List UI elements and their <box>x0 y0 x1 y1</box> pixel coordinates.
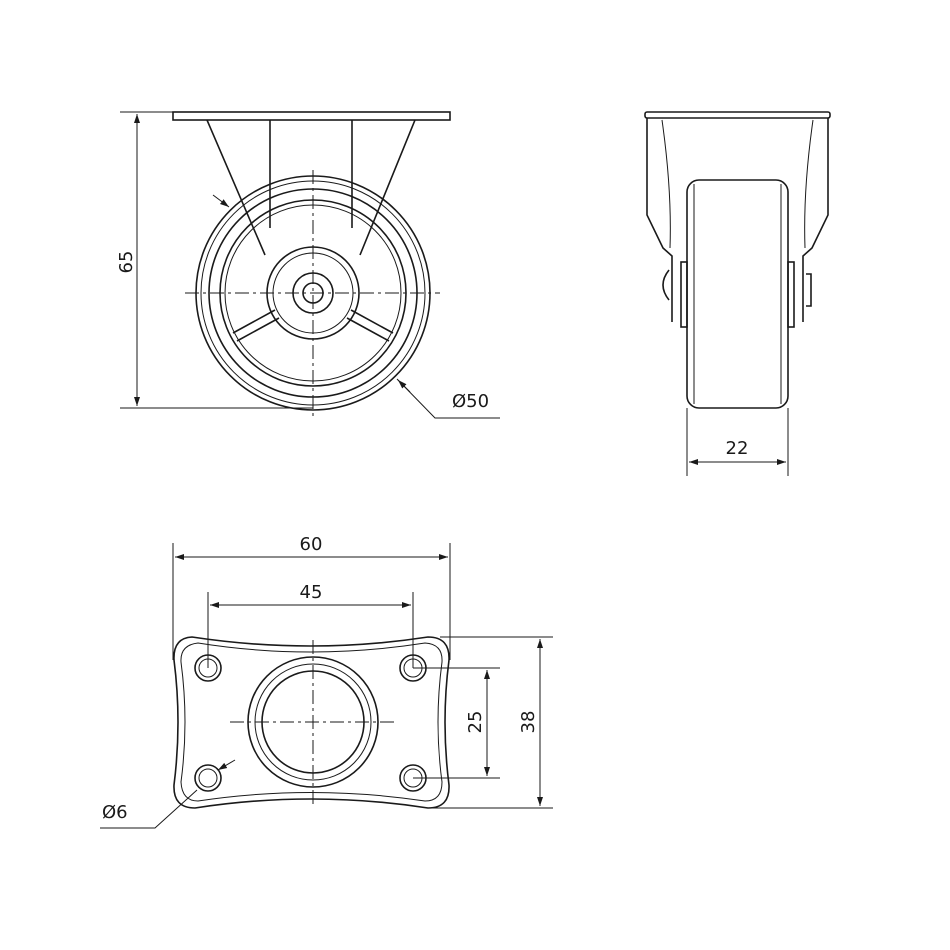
front-view <box>172 111 451 420</box>
dimension-wheel-diameter: Ø50 <box>212 194 500 419</box>
dimension-hole-spacing-x: 45 <box>207 582 414 668</box>
plate-depth-label: 38 <box>518 711 539 734</box>
hole-diameter-label: Ø6 <box>102 802 128 823</box>
dimension-hole-diameter: Ø6 <box>100 759 236 829</box>
hole-spacing-y-label: 25 <box>465 711 486 734</box>
side-view <box>644 111 831 409</box>
plate-view <box>173 636 450 809</box>
dimension-height: 65 <box>116 111 313 409</box>
dimension-hole-spacing-y: 25 <box>413 667 500 779</box>
dimension-plate-depth: 38 <box>430 636 553 809</box>
plate-width-label: 60 <box>300 534 323 555</box>
dimension-wheel-width: 22 <box>686 408 789 476</box>
dimension-plate-width: 60 <box>172 534 451 660</box>
wheel-width-label: 22 <box>726 438 749 459</box>
wheel-diameter-label: Ø50 <box>452 391 489 412</box>
hole-spacing-x-label: 45 <box>300 582 323 603</box>
height-label: 65 <box>116 251 137 274</box>
